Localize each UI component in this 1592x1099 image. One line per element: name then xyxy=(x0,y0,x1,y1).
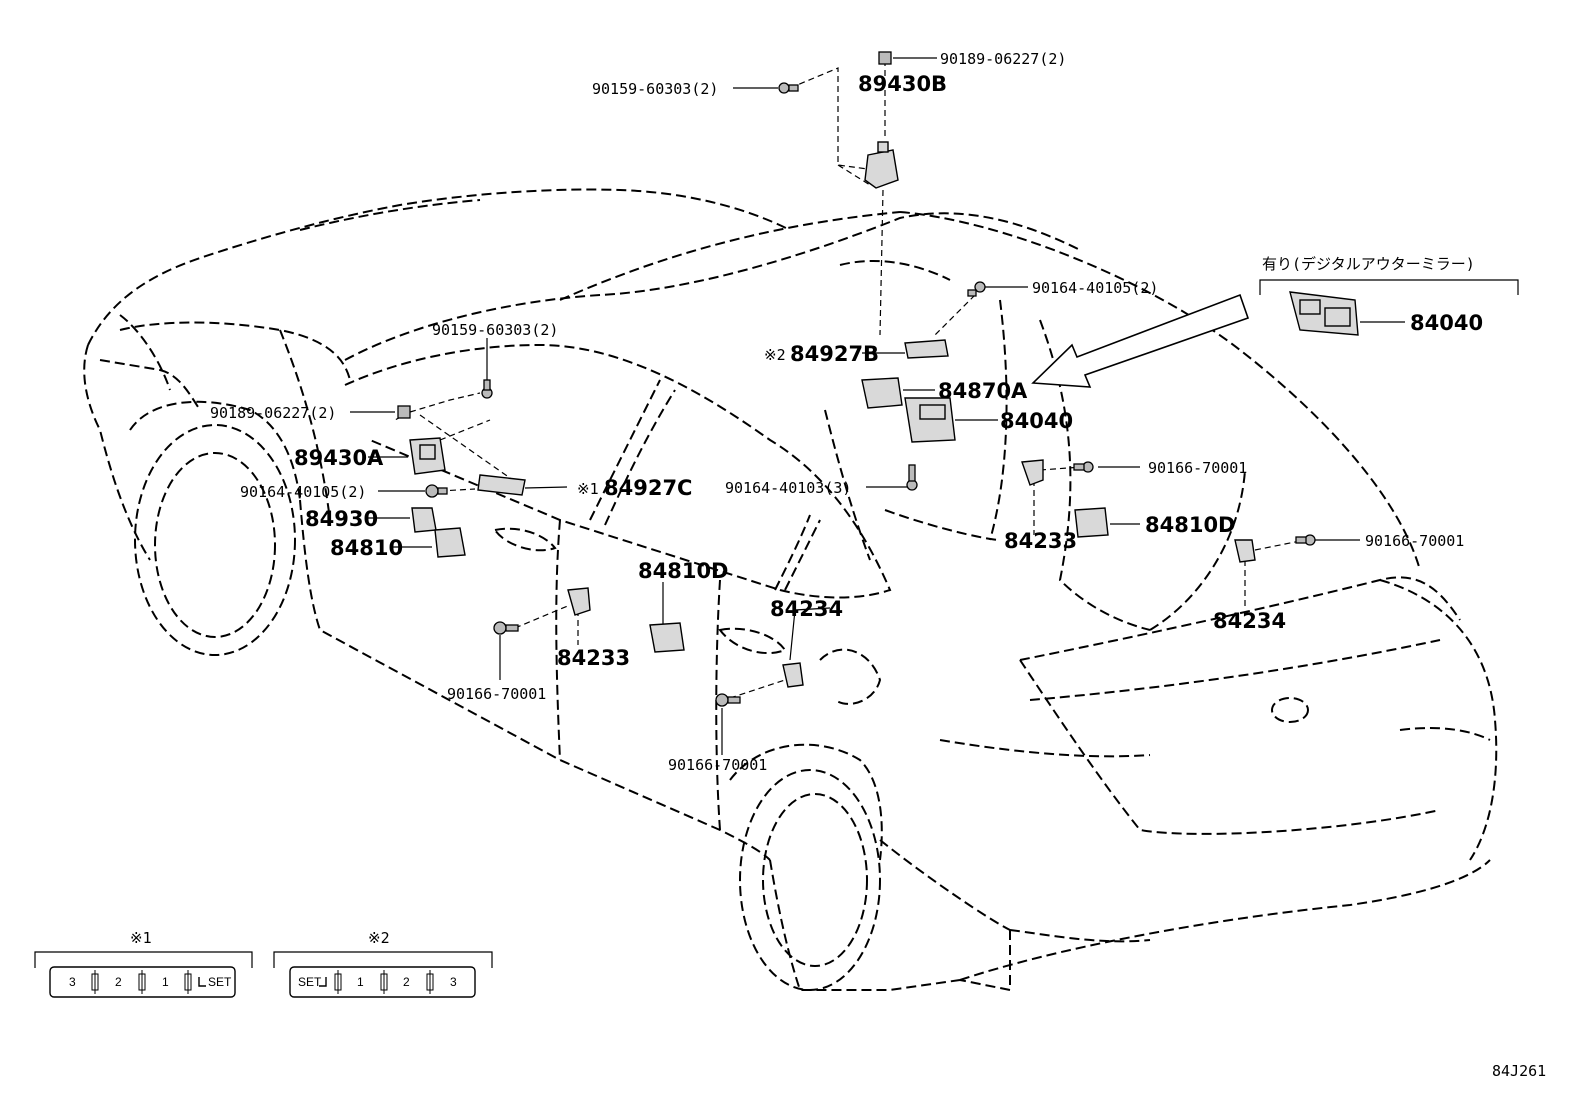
label-90166-r1[interactable]: 90166-70001 xyxy=(1148,459,1247,477)
seat-icon xyxy=(198,977,206,987)
note2-button-3: 3 xyxy=(450,975,457,989)
label-84810D-m[interactable]: 84810D xyxy=(638,559,729,583)
part-84810 xyxy=(434,527,466,558)
seat-icon xyxy=(319,977,327,987)
screw-90166-r1 xyxy=(1073,461,1094,473)
label-90189-left[interactable]: 90189-06227(2) xyxy=(210,404,336,422)
label-84930[interactable]: 84930 xyxy=(305,507,378,531)
note2-button-1: 1 xyxy=(357,975,364,989)
note1-label: ※1 xyxy=(130,929,152,947)
label-89430A[interactable]: 89430A xyxy=(294,446,384,470)
label-84234-m[interactable]: 84234 xyxy=(770,597,843,621)
label-84870A[interactable]: 84870A xyxy=(938,379,1028,403)
part-84810D-r xyxy=(1074,507,1109,538)
label-90166-ml[interactable]: 90166-70001 xyxy=(447,685,546,703)
part-84040-option xyxy=(1289,291,1359,336)
direction-arrow xyxy=(1031,293,1250,388)
label-89430B[interactable]: 89430B xyxy=(858,72,947,96)
label-90164-mid[interactable]: 90164-40103(3) xyxy=(725,479,851,497)
part-89430B xyxy=(864,141,899,189)
part-84234-m xyxy=(782,662,804,688)
option-header: 有り(デジタルアウターミラー) xyxy=(1262,255,1475,273)
label-84810D-r[interactable]: 84810D xyxy=(1145,513,1236,537)
label-84233-m[interactable]: 84233 xyxy=(557,646,630,670)
screw-90166-ml xyxy=(493,621,519,635)
part-84234-r xyxy=(1234,539,1256,563)
note1-mark-84927C: ※1 xyxy=(577,480,599,498)
screw-90164-mid xyxy=(906,464,918,491)
note1-panel: ※1 3 2 1 SET xyxy=(34,929,253,998)
part-shapes xyxy=(397,51,1359,707)
part-84927C xyxy=(477,474,526,496)
label-90166-mb[interactable]: 90166-70001 xyxy=(668,756,767,774)
label-90164-top[interactable]: 90164-40105(2) xyxy=(1032,279,1158,297)
note1-button-2: 2 xyxy=(115,975,122,989)
note1-button-3: 3 xyxy=(69,975,76,989)
screw-90166-mb xyxy=(715,693,741,707)
note2-label: ※2 xyxy=(368,929,390,947)
label-84040[interactable]: 84040 xyxy=(1000,409,1073,433)
label-84927C[interactable]: 84927C xyxy=(604,476,692,500)
screw-90166-r2 xyxy=(1295,534,1316,546)
screw-90164-top xyxy=(967,281,986,297)
note2-button-set: SET xyxy=(298,975,322,989)
label-90159-top[interactable]: 90159-60303(2) xyxy=(592,80,718,98)
note1-button-set: SET xyxy=(208,975,232,989)
note2-button-2: 2 xyxy=(403,975,410,989)
part-84810D-m xyxy=(649,622,685,653)
note1-button-1: 1 xyxy=(162,975,169,989)
label-90166-r2[interactable]: 90166-70001 xyxy=(1365,532,1464,550)
part-84233-m xyxy=(567,587,591,616)
note2-mark-84927B: ※2 xyxy=(764,346,786,364)
part-labels: 90189-06227(2) 90159-60303(2) 89430B 901… xyxy=(210,50,1483,774)
part-84870A xyxy=(861,377,903,409)
label-90189-top[interactable]: 90189-06227(2) xyxy=(940,50,1066,68)
label-90164-left[interactable]: 90164-40105(2) xyxy=(240,483,366,501)
part-84233-r xyxy=(1021,459,1044,486)
part-84930 xyxy=(411,507,437,533)
diagram-id: 84J261 xyxy=(1492,1062,1546,1080)
label-84040-option[interactable]: 84040 xyxy=(1410,311,1483,335)
part-84040 xyxy=(904,397,956,443)
part-89430A xyxy=(409,437,446,475)
label-84810[interactable]: 84810 xyxy=(330,536,403,560)
screw-90189-left xyxy=(397,405,411,419)
label-84234-r[interactable]: 84234 xyxy=(1213,609,1286,633)
part-84927B xyxy=(904,339,949,359)
screw-90159-left xyxy=(481,379,493,399)
screw-90159-top xyxy=(778,82,799,94)
label-84927B[interactable]: 84927B xyxy=(790,342,879,366)
label-84233-r[interactable]: 84233 xyxy=(1004,529,1077,553)
car-body-outline xyxy=(83,188,1498,992)
note2-panel: ※2 SET 1 2 3 xyxy=(273,929,493,998)
screw-90164-left xyxy=(425,484,448,498)
label-90159-left[interactable]: 90159-60303(2) xyxy=(432,321,558,339)
screw-90189-top xyxy=(878,51,892,65)
